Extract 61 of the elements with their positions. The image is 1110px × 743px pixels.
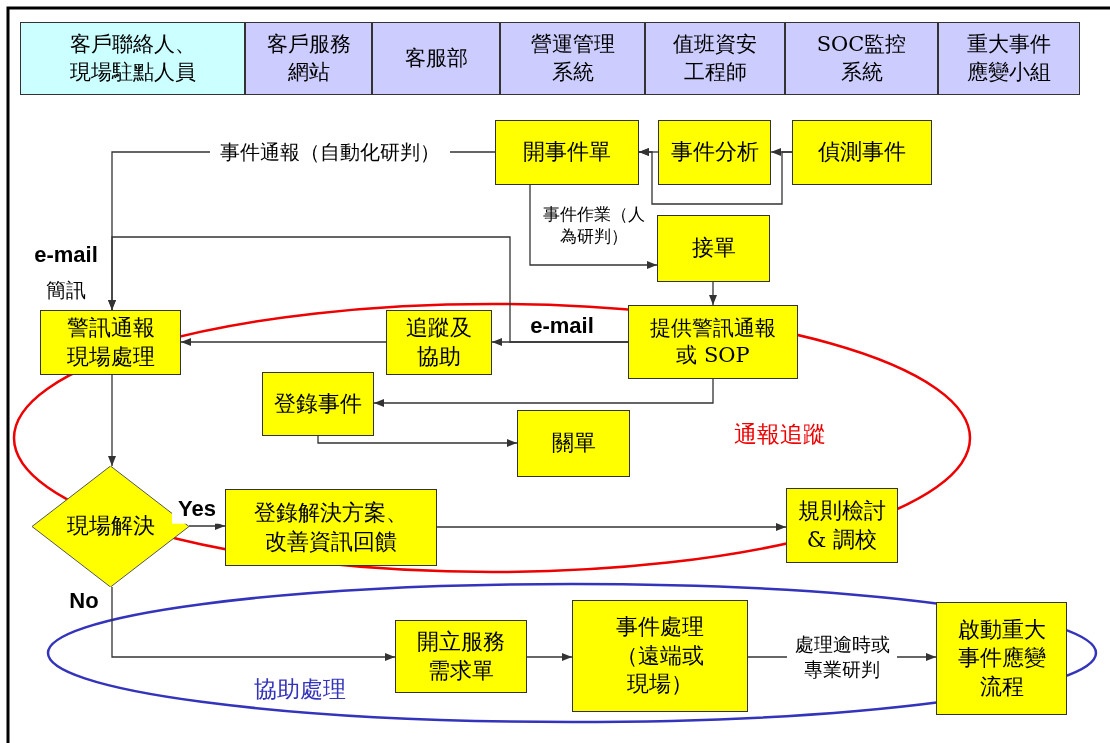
box-label: 事件處理（遠端或現場） [615, 613, 705, 699]
header-cell [20, 22, 245, 95]
box-label: 登錄解決方案、改善資訊回饋 [253, 498, 409, 556]
box-label: 現場解決 [66, 512, 155, 541]
arrow [526, 653, 573, 661]
edge-label: 事件通報（自動化研判） [210, 139, 450, 165]
arrow [111, 586, 396, 661]
arrow [180, 338, 387, 346]
lane-title: 重大事件應變小組 [966, 31, 1052, 86]
box-label: 開立服務需求單 [416, 627, 506, 685]
process-box [658, 120, 771, 185]
box-label: 警訊通報現場處理 [65, 313, 156, 371]
process-box [517, 410, 630, 477]
box-label: 事件分析 [670, 138, 759, 167]
box-label: 提供警訊通報或 SOP [649, 314, 777, 369]
arrow [373, 378, 714, 407]
process-box [792, 120, 932, 185]
lane-title: 客戶服務網站 [265, 31, 352, 86]
lane-title: 客戶聯絡人、現場駐點人員 [68, 31, 197, 86]
arrow [108, 374, 116, 467]
box-label: 啟動重大事件應變流程 [956, 615, 1047, 701]
arrow [709, 281, 717, 306]
process-box [40, 310, 181, 375]
arrow [108, 236, 629, 343]
note-text: 簡訊 [46, 277, 86, 303]
process-box [786, 488, 898, 563]
lane-title: 值班資安工程師 [672, 31, 758, 86]
lane-title: SOC監控系統 [815, 31, 908, 86]
process-box [936, 602, 1067, 715]
lane-title: 客服部 [404, 44, 468, 72]
group-title: 協助處理 [254, 675, 346, 705]
header-cell [500, 22, 645, 95]
process-box [572, 600, 748, 712]
arrow [529, 184, 658, 269]
box-label: 追蹤及協助 [405, 313, 473, 371]
note-text: e-mail [34, 240, 98, 269]
arrow [188, 522, 226, 530]
process-box [495, 120, 639, 185]
edge-label: 處理逾時或專業研判 [787, 632, 897, 682]
box-label: 開事件單 [523, 138, 611, 167]
header-cell [785, 22, 938, 95]
process-box [225, 489, 437, 566]
arrow [436, 523, 787, 531]
box-label: 登錄事件 [274, 389, 362, 418]
group-title: 通報追蹤 [734, 420, 826, 450]
lane-title: 營運管理系統 [529, 31, 616, 86]
box-label: 規則檢討 & 調校 [797, 496, 887, 554]
process-box [657, 215, 770, 282]
box-label: 接單 [691, 234, 736, 263]
process-box [262, 372, 374, 436]
arrow [638, 148, 793, 205]
header-cell [938, 22, 1080, 95]
box-label: 偵測事件 [818, 138, 906, 167]
process-box [628, 305, 798, 379]
process-box [395, 620, 527, 693]
header-cell [245, 22, 372, 95]
header-cell [372, 22, 500, 95]
box-label: 關單 [551, 429, 596, 458]
process-box [386, 310, 492, 375]
arrow [317, 435, 518, 447]
header-cell [645, 22, 785, 95]
